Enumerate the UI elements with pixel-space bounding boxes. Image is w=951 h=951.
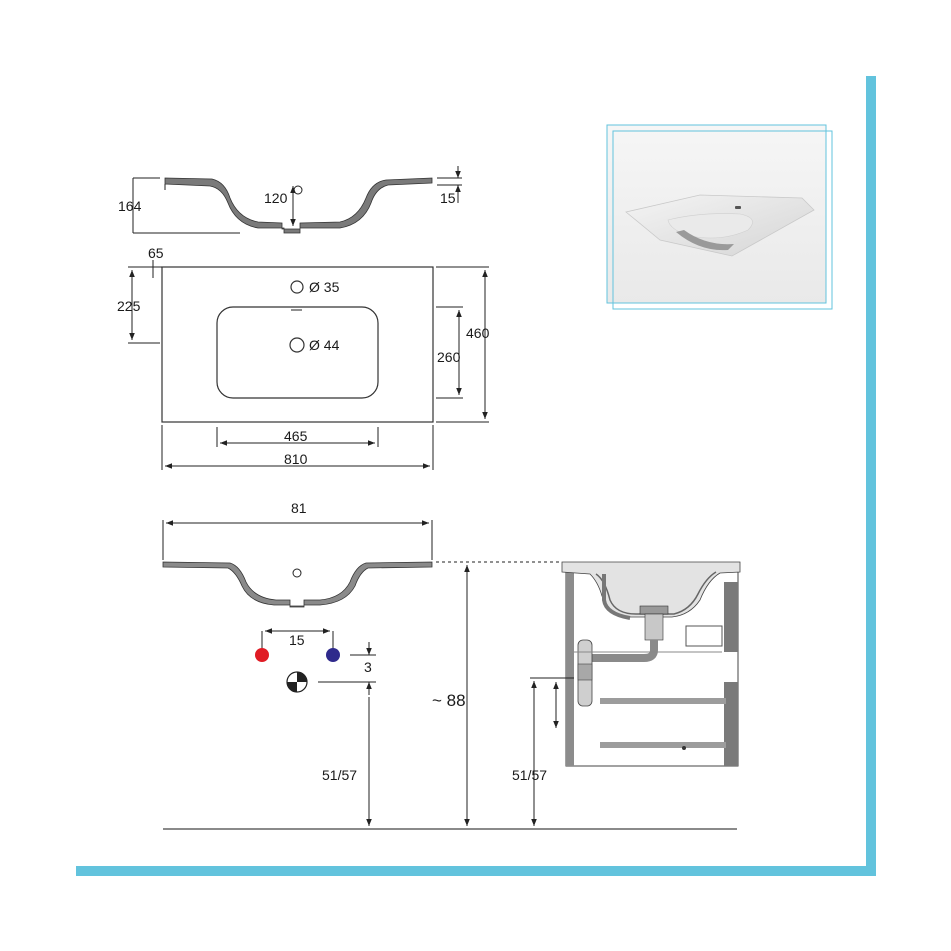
drain-centre-symbol	[286, 671, 308, 693]
side-drain-height-label: 51/57	[512, 767, 547, 783]
profile-height-label: 164	[118, 198, 142, 214]
installation-front-view: 81 15 3 51/57 ~ 88	[162, 500, 737, 830]
cold-water-connection	[326, 648, 340, 662]
washbasin-photo	[606, 124, 833, 310]
plan-view: Ø 35 Ø 44 65 225 460 260 465 810	[117, 245, 490, 470]
drain-height-label: 51/57	[322, 767, 357, 783]
total-height-label: ~ 88	[432, 691, 466, 710]
profile-section	[164, 177, 433, 234]
profile-depth-label: 120	[264, 190, 288, 206]
tap-hole-label: Ø 35	[309, 279, 340, 295]
bowl-width-label: 465	[284, 428, 308, 444]
drain-hole	[289, 337, 305, 353]
drain-offset-label: 3	[364, 659, 372, 675]
install-basin-section	[162, 561, 433, 608]
hot-water-connection	[255, 648, 269, 662]
profile-view: 164 120 15	[118, 166, 462, 234]
bowl-depth-label: 260	[437, 349, 461, 365]
tap-offset-x-label: 65	[148, 245, 164, 261]
drain-hole-label: Ø 44	[309, 337, 340, 353]
total-width-label: 810	[284, 451, 308, 467]
frame-bottom-bar	[76, 866, 876, 876]
installation-side-view: 51/57	[512, 561, 741, 826]
tap-offset-y-label: 225	[117, 298, 141, 314]
tap-spacing-label: 15	[289, 632, 305, 648]
tap-hole	[290, 280, 304, 294]
total-depth-label: 460	[466, 325, 490, 341]
profile-rim-label: 15	[440, 190, 456, 206]
bowl-outline	[216, 306, 379, 399]
basin-outline	[161, 266, 434, 423]
install-width-label: 81	[291, 500, 307, 516]
frame-right-bar	[866, 76, 876, 876]
